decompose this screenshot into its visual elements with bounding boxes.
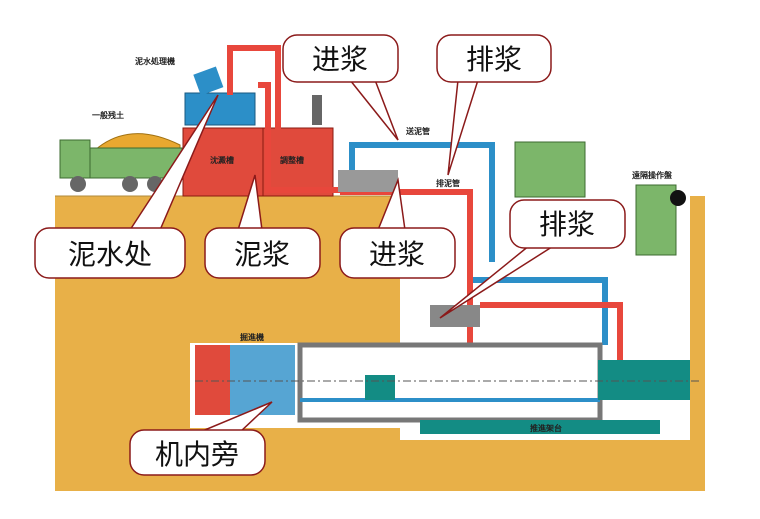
remote-panel [635,184,677,256]
callout-slurry [204,174,321,279]
tunnel-boring-machine [195,342,700,434]
callout-discharge-right [439,199,626,319]
slurry-tanks [182,45,340,197]
feed-pipe [349,142,608,345]
callout-slurry-text: 泥浆 [234,238,290,271]
callout-bypass-text: 机内旁 [155,438,239,471]
jacking-frame-label: 推進架台 [530,423,562,433]
treatment-machine-label: 泥水処理機 [135,56,175,66]
soil-label: 一般残土 [92,110,124,120]
generator [514,141,586,198]
remote-panel-label: 遠隔操作盤 [632,170,673,180]
discharge-pump [430,305,480,327]
adjusting-tank-label: 調整槽 [280,155,304,165]
callout-discharge-top-text: 排浆 [466,43,522,76]
callout-slurry-treatment [34,94,219,279]
callout-feed-mid [339,177,456,279]
dump-truck [59,133,183,192]
discharge-pipe-label: 排泥管 [436,178,460,188]
callout-feed-top [282,34,399,141]
feed-pipe-label: 送泥管 [405,126,430,136]
tbm-label: 掘進機 [240,332,264,342]
callout-discharge-right-text: 排浆 [539,208,595,241]
callout-feed-mid-text: 进浆 [369,238,425,271]
callout-feed-top-text: 进浆 [312,43,368,76]
callout-discharge-top [436,34,552,176]
operator-icon [670,190,686,206]
feed-pump [338,170,398,192]
callout-bypass [129,401,273,476]
settling-tank-label: 沈澱槽 [210,155,234,165]
callout-slurry-treatment-text: 泥水处 [68,238,152,271]
